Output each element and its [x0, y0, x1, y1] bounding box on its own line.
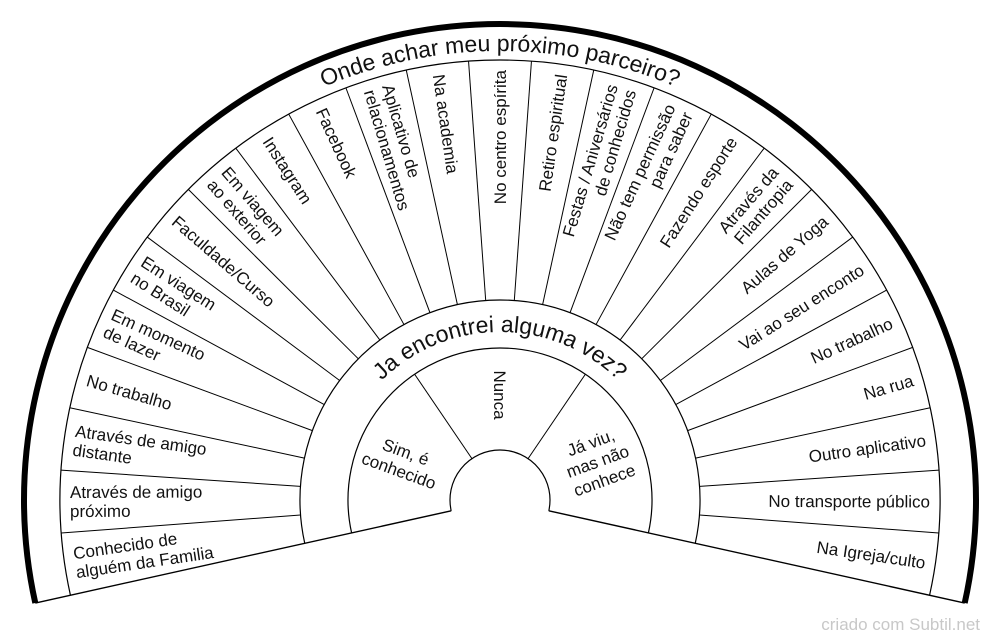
outer-label-line: Na Igreja/culto: [815, 538, 926, 573]
outer-segment-label: No trabalho: [84, 371, 174, 414]
outer-segment-label: Na academia: [429, 73, 462, 175]
inner-label-line: Nunca: [490, 370, 509, 420]
outer-divider: [542, 69, 595, 305]
outer-segment-label: Retiro espiritual: [536, 73, 572, 193]
outer-label-line: Através de amigo: [70, 483, 202, 502]
svg-text:Conhecido dealguém da Familia: Conhecido dealguém da Familia: [72, 524, 215, 582]
base-line-left: [35, 510, 452, 604]
outer-divider: [187, 189, 359, 360]
outer-divider: [699, 514, 939, 534]
outer-segment-label: Outro aplicativo: [808, 431, 928, 466]
svg-text:Na Igreja/culto: Na Igreja/culto: [815, 538, 926, 573]
svg-text:Sim, éconhecido: Sim, éconhecido: [359, 430, 445, 493]
outer-divider: [513, 61, 532, 301]
ring-arc-0: [59, 59, 941, 596]
base-line-right: [548, 510, 965, 604]
svg-text:Através daFilantropia: Através daFilantropia: [715, 163, 797, 250]
outer-divider: [146, 236, 340, 381]
svg-text:Em viagemao exterior: Em viagemao exterior: [203, 163, 287, 252]
outer-divider: [468, 61, 487, 301]
outer-label-line: Instagram: [259, 134, 316, 208]
outer-segment-label: Aplicativo derelacionamentos: [360, 82, 432, 212]
svg-text:Já viu,mas nãoconhece: Já viu,mas nãoconhece: [557, 423, 638, 501]
outer-label-line: próximo: [70, 502, 131, 521]
svg-text:Instagram: Instagram: [259, 134, 316, 208]
outer-divider: [569, 87, 655, 313]
outer-label-line: Na academia: [429, 73, 462, 175]
outer-divider: [235, 147, 381, 341]
outer-label-line: Na rua: [861, 371, 916, 404]
inner-divider: [414, 373, 473, 459]
inner-segment-labels: Sim, éconhecido Nunca Já viu,mas nãoconhec…: [359, 370, 638, 500]
watermark: criado com Subtil.net: [821, 615, 980, 634]
svg-text:No trabalho: No trabalho: [84, 371, 174, 414]
outer-divider: [288, 113, 405, 325]
outer-divider: [60, 469, 301, 487]
outer-segment-label: Através de amigodistante: [71, 422, 207, 478]
svg-text:Retiro espiritual: Retiro espiritual: [536, 73, 572, 193]
chart-rings: [21, 21, 979, 604]
svg-text:Através de amigodistante: Através de amigodistante: [71, 422, 207, 478]
svg-text:No centro espírita: No centro espírita: [491, 69, 510, 204]
svg-text:Na rua: Na rua: [861, 371, 916, 404]
outer-segment-label: Em viagemao exterior: [203, 163, 287, 252]
ring-arc-2: [347, 347, 653, 534]
outer-divider: [641, 189, 813, 360]
outer-divider: [695, 407, 931, 459]
outer-divider: [595, 113, 712, 325]
svg-text:Aplicativo derelacionamentos: Aplicativo derelacionamentos: [360, 82, 432, 212]
outer-segment-label: No centro espírita: [491, 69, 510, 204]
outer-label-line: Outro aplicativo: [808, 431, 928, 466]
outer-divider: [660, 236, 854, 381]
outer-label-line: Retiro espiritual: [536, 73, 572, 193]
ring-arc-3: [449, 449, 551, 511]
outer-segment-label: No transporte público: [768, 492, 930, 512]
inner-divider: [527, 373, 586, 459]
outer-divider: [619, 147, 765, 341]
svg-text:Em momentode lazer: Em momentode lazer: [100, 306, 208, 382]
ring-arc-1: [299, 299, 701, 544]
outer-segment-label: Na rua: [861, 371, 916, 404]
outer-segment-label: Conhecido dealguém da Familia: [72, 524, 215, 582]
outer-segment-label: No trabalho: [808, 314, 896, 368]
outer-divider: [61, 514, 301, 534]
svg-text:Nunca: Nunca: [490, 370, 509, 420]
svg-text:No transporte público: No transporte público: [768, 492, 930, 512]
outer-divider: [675, 289, 887, 406]
outer-divider: [405, 69, 458, 305]
outer-divider: [699, 469, 940, 487]
svg-text:Outro aplicativo: Outro aplicativo: [808, 431, 928, 466]
outer-segment-label: Na Igreja/culto: [815, 538, 926, 573]
svg-text:Na academia: Na academia: [429, 73, 462, 175]
outer-label-line: No centro espírita: [491, 69, 510, 204]
outer-label-line: No trabalho: [84, 371, 174, 414]
outer-divider: [87, 346, 313, 432]
outer-divider: [113, 289, 325, 406]
outer-segment-label: Em momentode lazer: [100, 306, 208, 382]
outer-divider: [345, 87, 431, 313]
outer-divider: [687, 346, 913, 432]
outer-thick-arc: [21, 21, 979, 604]
outer-label-line: No trabalho: [808, 314, 896, 368]
outer-divider: [69, 407, 305, 459]
outer-segment-label: Através daFilantropia: [715, 163, 797, 250]
outer-label-line: No transporte público: [768, 492, 930, 512]
svg-text:No trabalho: No trabalho: [808, 314, 896, 368]
outer-segment-label: Instagram: [259, 134, 316, 208]
